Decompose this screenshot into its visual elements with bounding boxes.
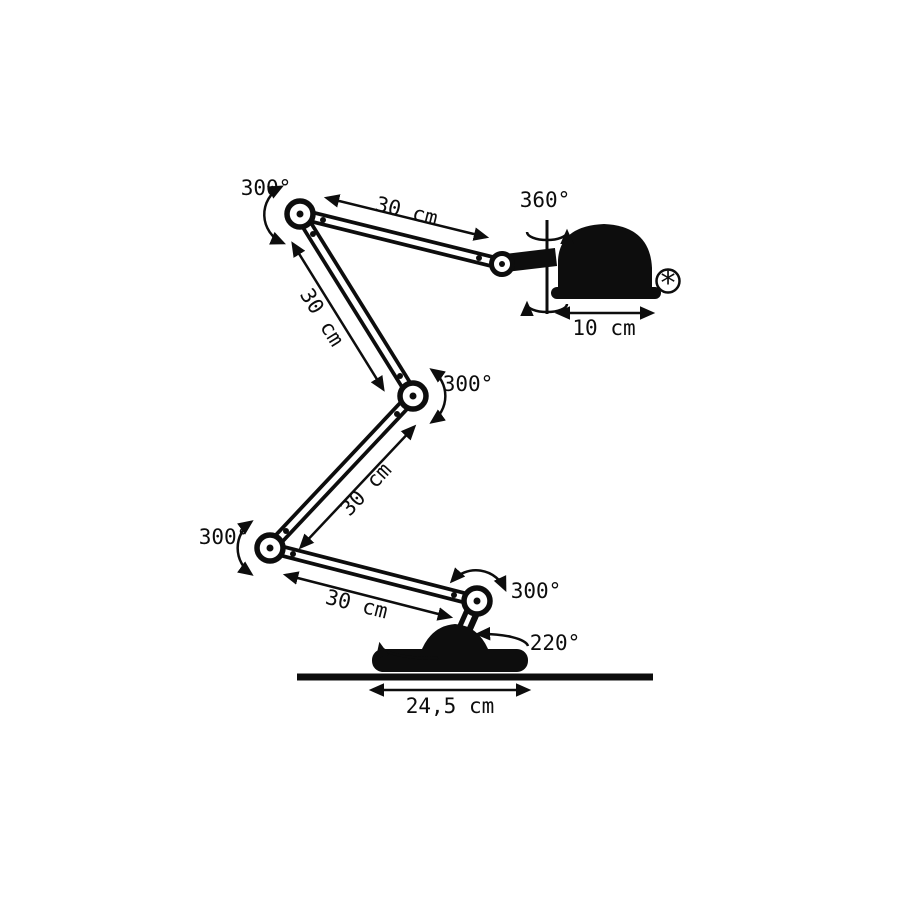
joint2-rotation-label: 300° — [443, 372, 494, 396]
arm1-dimension-line — [323, 194, 490, 241]
joint4-rotation-label: 300° — [511, 579, 562, 603]
footnote-asterisk: * — [659, 266, 677, 301]
head-rotation-arrow-top — [525, 228, 574, 245]
lamp-head — [503, 220, 661, 317]
joint1-pin — [296, 210, 304, 218]
base-hump — [420, 624, 490, 654]
joint1-rotation-label: 300° — [241, 176, 292, 200]
arm2-length-label: 30 cm — [295, 284, 349, 350]
arm3-dimension-line — [298, 424, 417, 550]
rivet-dot — [394, 411, 400, 417]
rivet-dot — [451, 592, 457, 598]
base-rotation-label: 220° — [530, 631, 581, 655]
rivet-dot — [320, 217, 326, 223]
arm1-length-label: 30 cm — [373, 192, 440, 231]
joint3-rotation-label: 300° — [199, 525, 250, 549]
head-width-label: 10 cm — [572, 316, 635, 340]
head-rotation-label: 360° — [520, 188, 571, 212]
arm4-groove — [269, 545, 478, 604]
dimension-lines — [282, 194, 656, 697]
joint2-pin — [409, 392, 417, 400]
joint1-rotation-arrow — [263, 185, 286, 245]
head-rim — [551, 287, 661, 299]
arm4-dimension-line — [282, 571, 454, 621]
rivet-dot — [290, 551, 296, 557]
head-dome — [558, 224, 652, 290]
base-foot — [372, 649, 528, 672]
arm2-dimension-line — [291, 241, 385, 392]
head-joint-pin — [499, 261, 505, 267]
joint2-rotation-arrow — [429, 368, 447, 424]
joint3-pin — [266, 544, 274, 552]
base-width-label: 24,5 cm — [406, 694, 495, 718]
base-rotation-arrow-right — [474, 626, 530, 647]
joint4-rotation-arrow — [449, 567, 507, 592]
base-rotation-arrow-left — [375, 641, 439, 660]
rivet-dot — [283, 528, 289, 534]
footnote-badge — [655, 268, 681, 294]
rivet-dot — [310, 231, 316, 237]
joints — [254, 198, 515, 617]
arm4-length-label: 30 cm — [323, 585, 390, 624]
rivet-dot — [397, 373, 403, 379]
joint3-rotation-arrow — [236, 520, 254, 576]
joint4-pin — [473, 597, 481, 605]
rivet-dot — [476, 255, 482, 261]
